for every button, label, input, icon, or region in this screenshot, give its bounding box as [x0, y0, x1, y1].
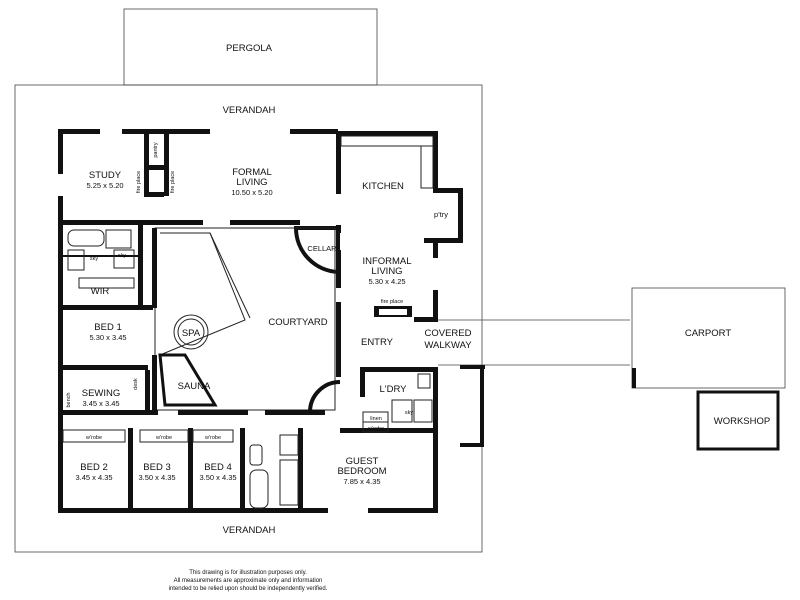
informal-living-label-2: LIVING	[371, 266, 402, 277]
bed3-wrobe-label: w'robe	[155, 435, 172, 441]
bed4-dims: 3.50 x 4.35	[199, 473, 236, 482]
study-fireplace-label: fire place	[136, 171, 142, 193]
bed3-label: BED 3	[143, 462, 170, 473]
verandah-outline	[14, 84, 483, 553]
guest-label-1: GUEST	[346, 456, 379, 467]
bed4-wrobe-label: w'robe	[204, 435, 221, 441]
verandah-bottom-label: VERANDAH	[223, 525, 276, 536]
guest-label-2: BEDROOM	[337, 466, 386, 477]
courtyard-label: COURTYARD	[268, 317, 327, 328]
informal-living-label-1: INFORMAL	[362, 256, 411, 267]
sewing-label: SEWING	[82, 388, 121, 399]
covered-walkway	[438, 319, 630, 447]
small-pantry-label: pantry	[153, 142, 159, 158]
disclaimer-line-1: This drawing is for illustration purpose…	[189, 570, 307, 576]
study-label: STUDY	[89, 170, 122, 181]
formal-living-dims: 10.50 x 5.20	[231, 188, 272, 197]
study-dims: 5.25 x 5.20	[86, 181, 123, 190]
covered-walkway-label-1: COVERED	[425, 328, 472, 339]
bed2-label: BED 2	[80, 462, 107, 473]
bed1-dims: 5.30 x 3.45	[89, 333, 126, 342]
spa	[173, 314, 209, 350]
entry-label: ENTRY	[361, 337, 394, 348]
cellar-label: CELLAR	[307, 244, 337, 253]
workshop-label: WORKSHOP	[714, 416, 770, 427]
pergola: PERGOLA	[123, 8, 378, 86]
informal-living-dims: 5.30 x 4.25	[368, 277, 405, 286]
spa-label: SPA	[182, 328, 201, 339]
guest-wrobe-label: w'robe	[367, 426, 384, 432]
guest-dims: 7.85 x 4.35	[343, 477, 380, 486]
bed4-label: BED 4	[204, 462, 231, 473]
carport-label: CARPORT	[685, 328, 731, 339]
wir-label: WIR	[91, 286, 110, 297]
bed3-dims: 3.50 x 4.35	[138, 473, 175, 482]
workshop	[696, 390, 780, 451]
sewing-desk-label: desk	[133, 378, 139, 390]
sewing-dims: 3.45 x 3.45	[82, 399, 119, 408]
pantry-label: p'try	[434, 210, 448, 219]
linen-label: linen	[370, 416, 382, 422]
disclaimer-line-3: intended to be relied upon should be ind…	[169, 586, 328, 592]
sewing-bench-label: bench	[66, 393, 72, 408]
living-fireplace-label: fire place	[170, 171, 176, 193]
formal-living-label-2: LIVING	[236, 177, 267, 188]
formal-living-label-1: FORMAL	[232, 167, 272, 178]
sauna-label: SAUNA	[178, 381, 211, 392]
ensuite-skylight-1: sky	[90, 256, 99, 262]
carport	[631, 287, 786, 389]
bed2-wrobe-label: w'robe	[85, 435, 102, 441]
bed2-dims: 3.45 x 4.35	[75, 473, 112, 482]
pergola-label: PERGOLA	[226, 43, 273, 54]
kitchen-label: KITCHEN	[362, 181, 404, 192]
bed1-label: BED 1	[94, 322, 121, 333]
disclaimer-line-2: All measurements are approximate only an…	[174, 578, 323, 584]
ensuite-skylight-2: sky	[118, 253, 127, 259]
laundry-skylight: sky	[405, 410, 414, 416]
covered-walkway-label-2: WALKWAY	[424, 340, 472, 351]
bathroom-fixtures	[67, 135, 434, 509]
laundry-label: L'DRY	[380, 384, 408, 395]
informal-fireplace-label: fire place	[381, 299, 403, 305]
verandah-top-label: VERANDAH	[223, 105, 276, 116]
house-walls	[58, 129, 463, 513]
